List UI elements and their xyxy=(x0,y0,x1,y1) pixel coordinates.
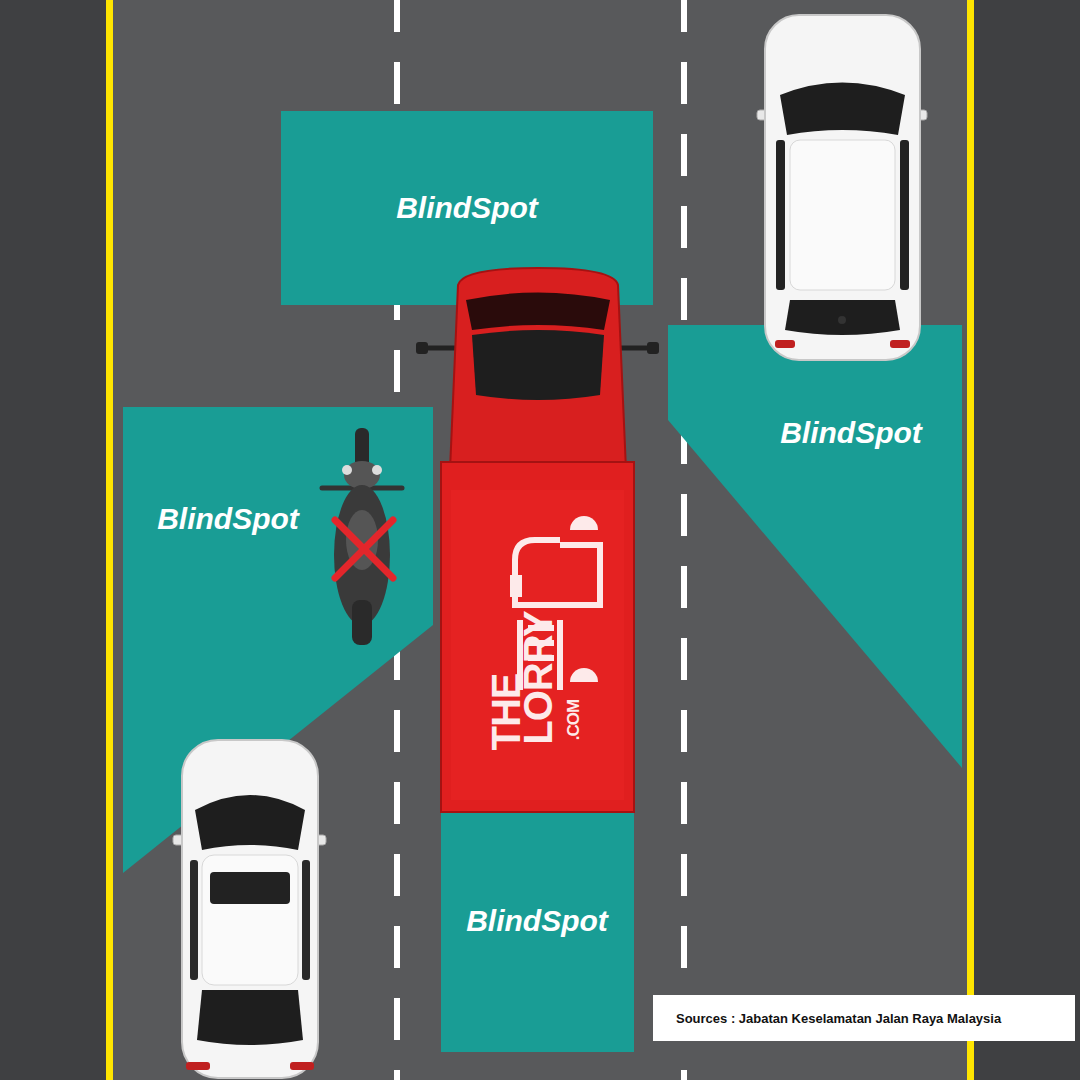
blindspot-zone: BlindSpot xyxy=(441,812,634,1052)
edge-line xyxy=(967,0,974,1080)
car xyxy=(173,740,326,1078)
zone-fill xyxy=(123,407,433,873)
lane-line xyxy=(681,0,687,1080)
zone-fill xyxy=(668,325,962,768)
zone-fill xyxy=(441,812,634,1052)
source-note: Sources : Jabatan Keselamatan Jalan Raya… xyxy=(676,1012,1075,1025)
zone-label: BlindSpot xyxy=(396,193,538,223)
lorry xyxy=(416,268,659,812)
zone-label: BlindSpot xyxy=(780,418,922,448)
logo-text: .COM xyxy=(565,700,582,740)
logo-text: LORRY xyxy=(518,611,558,745)
zone-shape xyxy=(668,325,962,768)
zone-label: BlindSpot xyxy=(466,906,608,936)
zone-label: BlindSpot xyxy=(157,504,299,534)
source-box: Sources : Jabatan Keselamatan Jalan Raya… xyxy=(653,995,1075,1041)
motorcycle xyxy=(322,428,402,645)
car xyxy=(757,15,927,360)
edge-line xyxy=(106,0,113,1080)
blindspot-zone: BlindSpot xyxy=(668,325,962,768)
shoulder xyxy=(0,0,106,1080)
shoulder xyxy=(974,0,1080,1080)
